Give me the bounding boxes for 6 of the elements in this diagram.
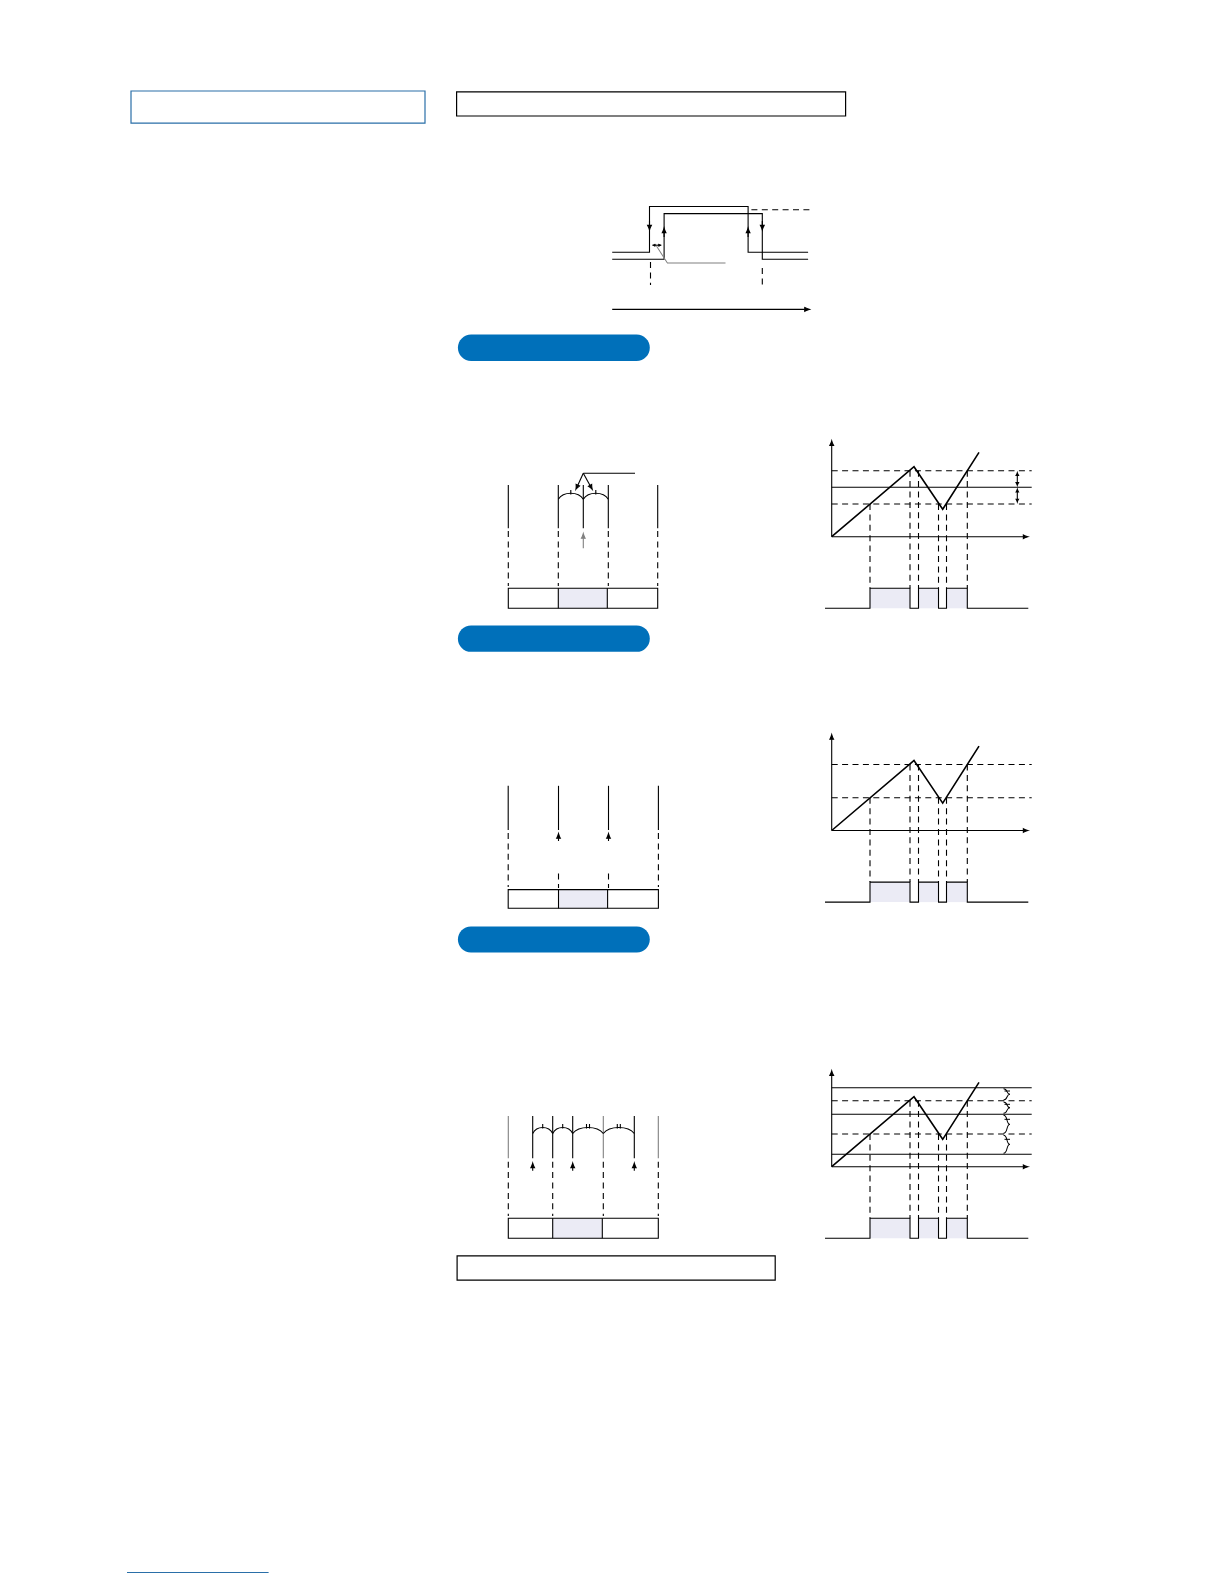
outline-box xyxy=(456,1255,776,1281)
outline-box xyxy=(130,90,426,124)
outline-box xyxy=(456,91,847,117)
rounded-bar xyxy=(457,625,650,652)
rounded-bar xyxy=(457,926,650,953)
rounded-bar xyxy=(457,334,650,361)
